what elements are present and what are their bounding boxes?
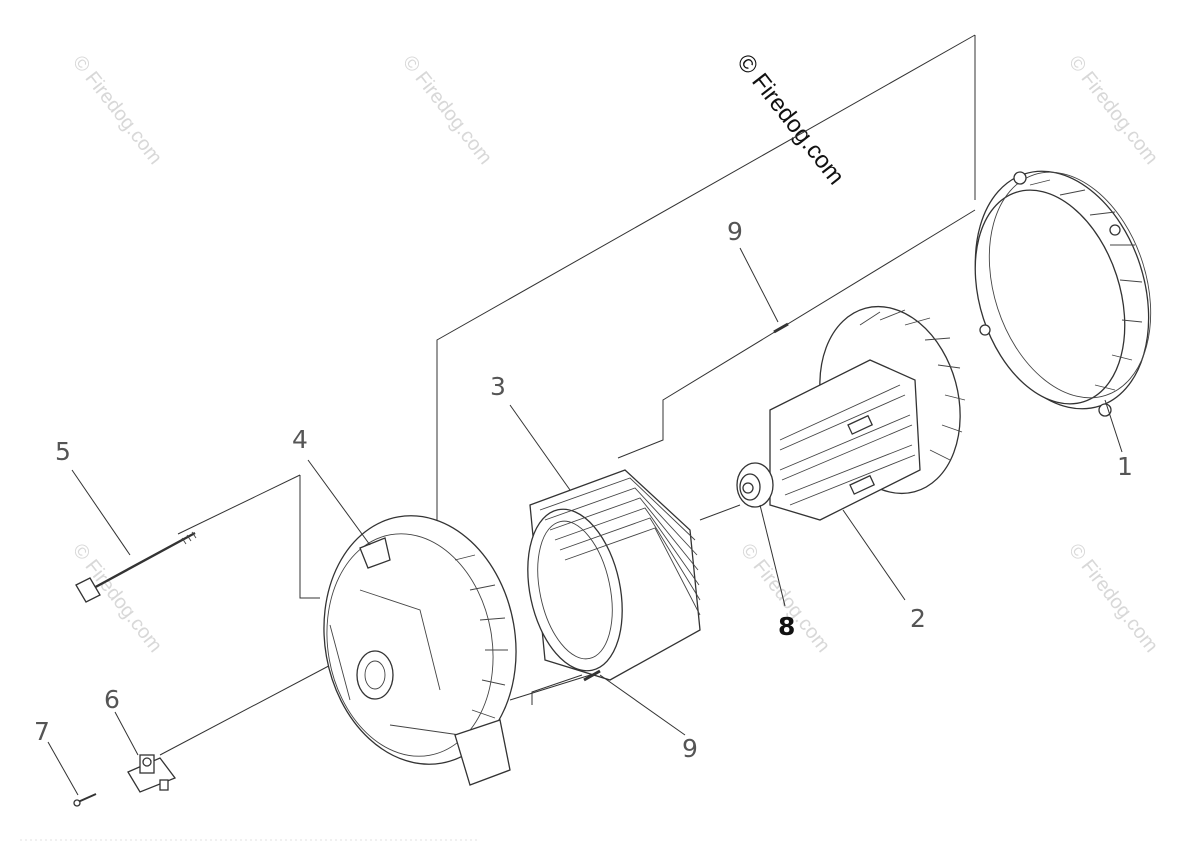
part-screw — [73, 793, 97, 807]
part-front-housing — [323, 515, 517, 786]
callout-1: 1 — [1117, 452, 1133, 481]
part-pin-lower — [583, 669, 601, 682]
watermark-main: © Firedog.com — [731, 49, 849, 190]
callout-9-upper: 9 — [727, 217, 743, 246]
watermark-1: © Firedog.com — [68, 52, 166, 169]
callout-4: 4 — [292, 425, 308, 454]
part-rotor — [736, 305, 966, 521]
part-brush-holder — [127, 754, 177, 793]
callout-9-lower: 9 — [682, 734, 698, 763]
callout-3: 3 — [490, 372, 506, 401]
leader-lines — [47, 247, 1123, 796]
callout-5: 5 — [55, 437, 71, 466]
part-through-bolt — [75, 531, 197, 603]
watermark-2: © Firedog.com — [398, 52, 496, 169]
callout-labels: 1 2 3 4 5 6 7 8 9 9 — [34, 217, 1133, 763]
part-end-cover — [974, 170, 1152, 417]
callout-8: 8 — [778, 612, 795, 641]
callout-2: 2 — [910, 604, 926, 633]
watermark-7: © Firedog.com — [1064, 540, 1162, 657]
part-stator — [527, 469, 701, 681]
part-pin-upper — [773, 322, 789, 334]
watermark-3: © Firedog.com — [1064, 52, 1162, 169]
callout-6: 6 — [104, 685, 120, 714]
callout-7: 7 — [34, 717, 50, 746]
